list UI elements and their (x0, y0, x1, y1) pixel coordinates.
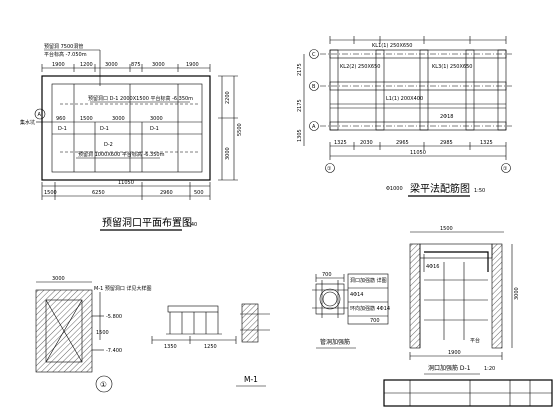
plan-inner-wall (51, 83, 203, 173)
beam-axis-a (309, 121, 319, 131)
beam-bottom-dim-4: 2985 (440, 140, 453, 146)
beam-axis-a-label: A (312, 124, 316, 130)
beam-label-1: KL1(1) 250X650 (372, 43, 412, 49)
beam-total-dim: 11050 (410, 150, 426, 156)
door-scale: 1:20 (484, 366, 495, 372)
detail-left: 3000 -5.800 -7.400 M-1 预留洞口 详见大样图 1500 ① (35, 276, 151, 393)
plan-right-dim-2: 3000 (225, 147, 231, 160)
plan-title: 预留洞口平面布置图 (102, 216, 192, 229)
plan-top-dim-3: 3000 (105, 62, 118, 68)
plan-bottom-dim-4: 500 (194, 190, 204, 196)
pipe-note-3: 环向加强筋 4Φ14 (350, 305, 390, 312)
door-right-wall (491, 243, 503, 349)
detail-left-dim-1: 3000 (52, 276, 65, 282)
plan-inner-dim-1: 960 (56, 116, 66, 122)
plan-label-d1-a: D-1 (58, 126, 67, 132)
plan-bottom-dim-2: 6250 (92, 190, 105, 196)
plan-inner-dim-2: 1500 (80, 116, 93, 122)
plan-inner-dim-4: 3000 (150, 116, 163, 122)
beam-axis-1 (325, 163, 335, 173)
beam-marker: Φ1000 (386, 186, 403, 192)
plan-axis-circle (34, 108, 46, 120)
pipe-hole (319, 288, 341, 310)
door-dim-bottom: 1900 (448, 350, 461, 356)
plan-top-dim-6: 1900 (186, 62, 199, 68)
door-label-1: 4Φ16 (426, 264, 439, 270)
detail-mid-title: M-1 (244, 375, 258, 384)
pipe-note-1: 洞口加强筋 详图 (350, 277, 387, 284)
pipe-note-4: 700 (370, 318, 380, 324)
beam-axis-c (309, 49, 319, 59)
beam-axis-1-label: ① (327, 166, 332, 172)
plan-axis-label: A (38, 112, 42, 118)
door-left-wall (409, 243, 421, 349)
door-label-2: 平台 (470, 337, 480, 344)
beam-title: 梁平法配筋图 (410, 182, 470, 195)
pipe-dim-top: 700 (322, 272, 332, 278)
beam-plan: C B A KL1(1) 250X650 KL2(2) 250X650 KL3(… (297, 36, 512, 197)
plan-inner-dim-3: 3000 (112, 116, 125, 122)
beam-left-dim-3: 1305 (297, 129, 303, 142)
door-dim-right: 3000 (514, 287, 520, 300)
plan-top-dim-5: 3000 (152, 62, 165, 68)
plan-bottom-dim-1: 1500 (44, 190, 57, 196)
beam-bottom-dim-2: 2030 (360, 140, 373, 146)
detail-mid-dim-1: 1350 (164, 344, 177, 350)
beam-label-3: KL3(1) 250X650 (432, 64, 472, 70)
beam-axis-c-label: C (312, 52, 316, 58)
beam-label-2: KL2(2) 250X650 (340, 64, 380, 70)
plan-view: 1900 1200 3000 875 3000 1900 预留洞 7500洞管 … (20, 43, 243, 231)
plan-label-d1-c: D-1 (150, 126, 159, 132)
beam-scale: 1:50 (474, 188, 485, 194)
detail-left-title-circle (95, 375, 113, 393)
beam-left-dim-1: 2175 (297, 63, 303, 76)
plan-total-dim: 11050 (118, 180, 134, 186)
plan-note-3: 预留洞口 D-1 2000X1500 平台标高 -6.350m (88, 95, 193, 102)
beam-note: 2Φ18 (440, 114, 453, 120)
plan-top-dim-2: 1200 (80, 62, 93, 68)
plan-scale: 1:40 (186, 222, 197, 228)
plan-outer-wall (41, 75, 211, 181)
beam-axis-b (309, 81, 319, 91)
door-detail: 1500 4Φ16 平台 3000 1900 洞口加强筋 D-1 1:20 (409, 226, 520, 375)
pipe-note-2: 4Φ14 (350, 292, 363, 298)
door-dim-top: 1500 (440, 226, 453, 232)
beam-bottom-dim-1: 1325 (334, 140, 347, 146)
beam-axis-b-label: B (312, 84, 316, 90)
beam-label-4: L1(1) 200X400 (386, 96, 423, 102)
detail-left-note: M-1 预留洞口 详见大样图 (94, 285, 151, 292)
beam-axis-2-label: ① (503, 166, 508, 172)
detail-left-opening (45, 299, 83, 363)
beam-axis-2 (501, 163, 511, 173)
plan-note-2: 平台标高 -7.050m (44, 51, 87, 58)
plan-note-4: 预留洞 1000X600 平台标高 -6.350m (78, 151, 165, 158)
pipe-detail: 700 洞口加强筋 详图 4Φ14 环向加强筋 4Φ14 700 管洞加强筋 (312, 272, 390, 349)
detail-mid: 1350 1250 M-1 (151, 303, 270, 387)
plan-right-dim-1: 2200 (225, 91, 231, 104)
detail-mid-dim-2: 1250 (204, 344, 217, 350)
plan-right-dim-3: 5500 (237, 123, 243, 136)
door-lintel (419, 243, 493, 259)
pipe-title: 管洞加强筋 (320, 338, 350, 346)
detail-left-level-1: -5.800 (106, 314, 122, 320)
plan-label-d1-b: D-1 (100, 126, 109, 132)
beam-left-dim-2: 2175 (297, 99, 303, 112)
plan-note-1: 预留洞 7500洞管 (44, 43, 83, 50)
detail-left-title: ① (100, 380, 107, 389)
plan-top-dim-1: 1900 (52, 62, 65, 68)
detail-left-level-2: -7.400 (106, 348, 122, 354)
beam-bottom-dim-3: 2965 (396, 140, 409, 146)
plan-label-d2: D-2 (104, 142, 113, 148)
plan-note-5: 集水坑 (20, 119, 35, 126)
detail-left-dim-2: 1500 (96, 330, 109, 336)
pipe-frame (315, 283, 345, 315)
beam-bottom-dim-5: 1325 (480, 140, 493, 146)
title-block (383, 379, 553, 407)
door-title: 洞口加强筋 D-1 (428, 364, 471, 372)
plan-top-dim-4: 875 (131, 62, 141, 68)
plan-bottom-dim-3: 2960 (160, 190, 173, 196)
